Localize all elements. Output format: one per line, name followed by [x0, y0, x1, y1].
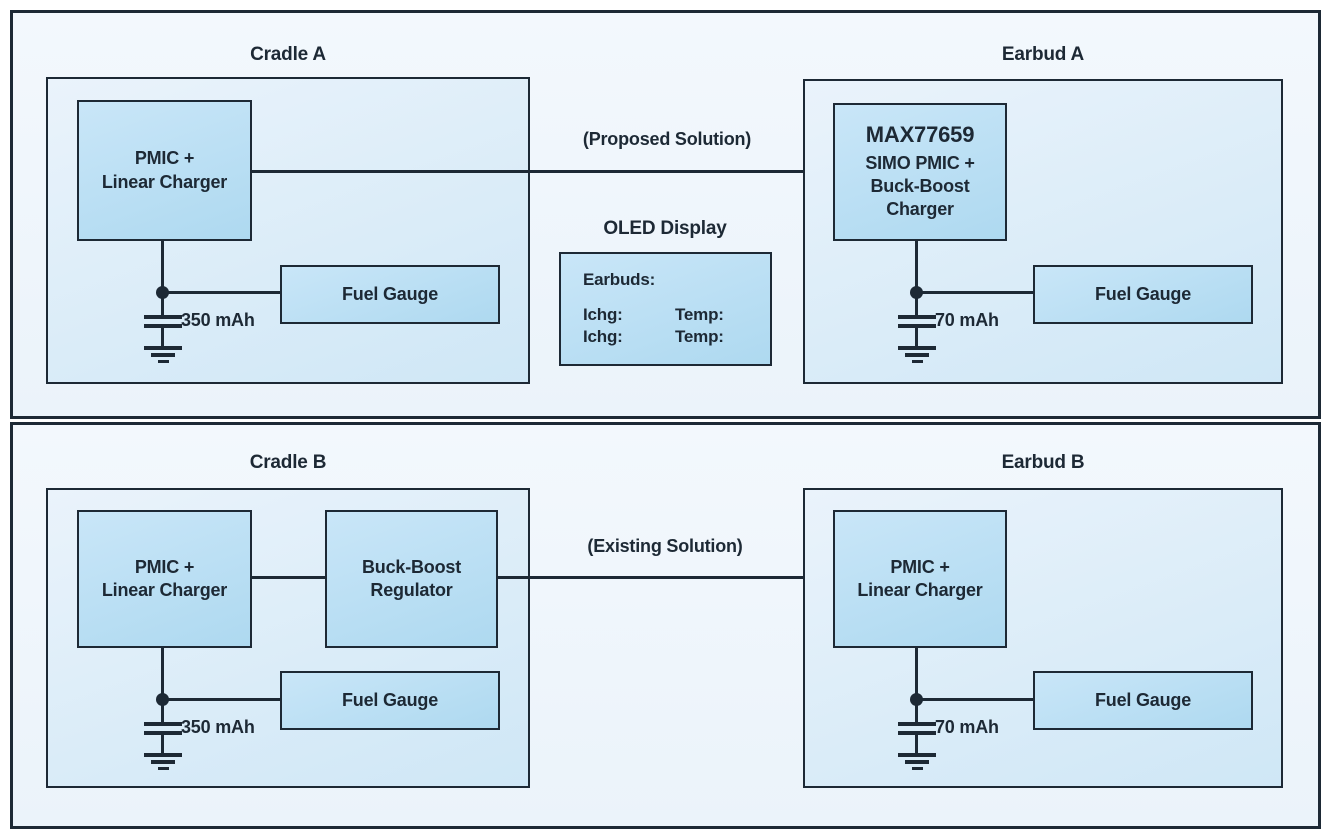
ground-icon — [898, 346, 936, 350]
oled-ichg-label-2: Ichg: — [583, 327, 623, 346]
fuel-gauge-block-cradle-b: Fuel Gauge — [280, 671, 500, 730]
junction-dot — [910, 286, 923, 299]
wire — [161, 328, 164, 346]
max77659-simo-pmic-block: MAX77659 SIMO PMIC + Buck-Boost Charger — [833, 103, 1007, 241]
battery-capacity-label: 350 mAh — [181, 310, 255, 330]
oled-earbuds-label: Earbuds: — [583, 270, 656, 289]
ground-icon — [151, 353, 175, 357]
wire — [161, 293, 164, 315]
wire — [915, 648, 918, 700]
battery-capacity-label: 70 mAh — [935, 310, 999, 330]
ground-icon — [144, 346, 182, 350]
pmic-label-line1: PMIC + — [134, 556, 195, 577]
buck-boost-label-line2: Regulator — [370, 580, 453, 600]
oled-temp-label-1: Temp: — [675, 305, 724, 324]
pmic-label-line2: Linear Charger — [101, 580, 228, 600]
wire — [915, 328, 918, 346]
ground-icon — [905, 760, 929, 764]
battery-capacity-label: 70 mAh — [935, 717, 999, 737]
wire — [915, 241, 918, 293]
pmic-label-line1: PMIC + — [134, 148, 195, 169]
wire — [915, 293, 918, 315]
ground-icon — [144, 753, 182, 757]
wire — [161, 648, 164, 700]
wire — [252, 576, 325, 579]
ground-icon — [912, 767, 923, 770]
capacitor-icon — [144, 315, 182, 319]
wire — [161, 735, 164, 753]
wire — [161, 700, 164, 722]
capacitor-icon — [898, 324, 936, 328]
cradle-b-title: Cradle B — [249, 452, 327, 473]
ground-icon — [158, 767, 169, 770]
capacitor-icon — [898, 315, 936, 319]
capacitor-icon — [898, 722, 936, 726]
capacitor-icon — [144, 324, 182, 328]
pmic-linear-charger-block-cradle-b: PMIC + Linear Charger — [77, 510, 252, 648]
wire — [161, 241, 164, 293]
ground-icon — [151, 760, 175, 764]
oled-display-box — [559, 252, 772, 366]
buck-boost-regulator-block: Buck-Boost Regulator — [325, 510, 498, 648]
junction-dot — [156, 693, 169, 706]
fuel-gauge-block-cradle-a: Fuel Gauge — [280, 265, 500, 324]
ground-icon — [912, 360, 923, 363]
fuel-gauge-label: Fuel Gauge — [1094, 689, 1192, 710]
junction-dot — [156, 286, 169, 299]
fuel-gauge-label: Fuel Gauge — [1094, 283, 1192, 304]
junction-dot — [910, 693, 923, 706]
wire — [163, 698, 280, 701]
buck-boost-label-line1: Buck-Boost — [361, 556, 461, 577]
capacitor-icon — [898, 731, 936, 735]
proposed-solution-label: (Proposed Solution) — [582, 129, 752, 149]
pmic-label-line1: PMIC + — [890, 556, 950, 577]
fuel-gauge-block-earbud-a: Fuel Gauge — [1033, 265, 1253, 324]
battery-capacity-label: 350 mAh — [181, 717, 255, 737]
arrow-line — [498, 576, 815, 579]
wire — [917, 698, 1033, 701]
earbud-b-title: Earbud B — [1001, 452, 1085, 473]
chip-label-line3: Buck-Boost — [870, 176, 970, 196]
earbud-a-title: Earbud A — [1001, 44, 1085, 65]
existing-solution-label: (Existing Solution) — [587, 536, 743, 556]
pmic-label-line2: Linear Charger — [101, 171, 228, 192]
pmic-linear-charger-block-earbud-b: PMIC + Linear Charger — [833, 510, 1007, 648]
oled-ichg-label-1: Ichg: — [583, 305, 623, 324]
capacitor-icon — [144, 731, 182, 735]
cradle-a-title: Cradle A — [250, 44, 326, 65]
wire — [163, 291, 280, 294]
chip-name-label: MAX77659 — [865, 122, 975, 148]
arrow-line — [252, 170, 815, 173]
pmic-linear-charger-block-cradle-a: PMIC + Linear Charger — [77, 100, 252, 241]
fuel-gauge-label: Fuel Gauge — [341, 283, 439, 304]
capacitor-icon — [144, 722, 182, 726]
oled-temp-label-2: Temp: — [675, 327, 724, 346]
oled-display-title: OLED Display — [603, 218, 727, 239]
wire — [917, 291, 1033, 294]
fuel-gauge-block-earbud-b: Fuel Gauge — [1033, 671, 1253, 730]
wire — [915, 700, 918, 722]
ground-icon — [905, 353, 929, 357]
ground-icon — [898, 753, 936, 757]
chip-label-line4: Charger — [886, 199, 954, 220]
ground-icon — [158, 360, 169, 363]
wire — [915, 735, 918, 753]
pmic-label-line2: Linear Charger — [857, 580, 983, 600]
fuel-gauge-label: Fuel Gauge — [341, 689, 439, 710]
chip-label-line2: SIMO PMIC + — [865, 152, 975, 173]
